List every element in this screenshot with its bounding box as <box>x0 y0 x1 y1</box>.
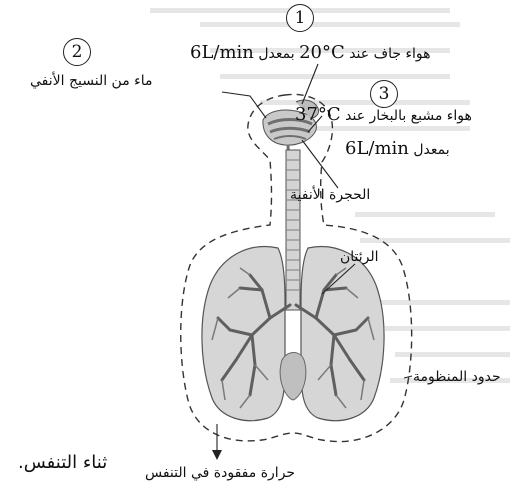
marker-2: 2 <box>63 38 91 66</box>
dry-air-temp: 20°C <box>299 42 345 63</box>
marker-1: 1 <box>286 4 314 32</box>
lungs-label: الرئتان <box>340 248 379 266</box>
right-lung-drawing <box>296 247 384 421</box>
dry-air-label: هواء جاف عند 20°C بمعدل 6L/min <box>190 44 431 63</box>
leader-nasal-cavity <box>302 140 338 188</box>
dry-air-rate-word: بمعدل <box>258 46 294 62</box>
saturated-air-prefix: هواء مشبع بالبخار عند <box>345 108 472 124</box>
saturated-air-label: هواء مشبع بالبخار عند 37°C <box>295 106 472 125</box>
dry-air-prefix: هواء جاف عند <box>349 46 430 62</box>
caption-fragment: ثناء التنفس. <box>18 452 107 474</box>
left-lung-drawing <box>202 247 290 421</box>
saturated-air-temp: 37°C <box>295 104 341 125</box>
saturated-air-rate-label: بمعدل 6L/min <box>345 140 450 159</box>
leader-dry-air <box>302 64 318 104</box>
dry-air-rate: 6L/min <box>190 42 254 63</box>
marker-3: 3 <box>370 80 398 108</box>
saturated-air-rate: 6L/min <box>345 138 409 159</box>
trachea-drawing <box>286 150 300 310</box>
saturated-air-rate-word: بمعدل <box>413 142 449 158</box>
nasal-water-label: ماء من النسيج الأنفي <box>30 72 153 90</box>
nasal-cavity-label: الحجرة الأنفية <box>290 186 370 204</box>
system-boundary-label: حدود المنظومة <box>413 368 501 386</box>
heat-lost-label: حرارة مفقودة في التنفس <box>145 464 295 482</box>
